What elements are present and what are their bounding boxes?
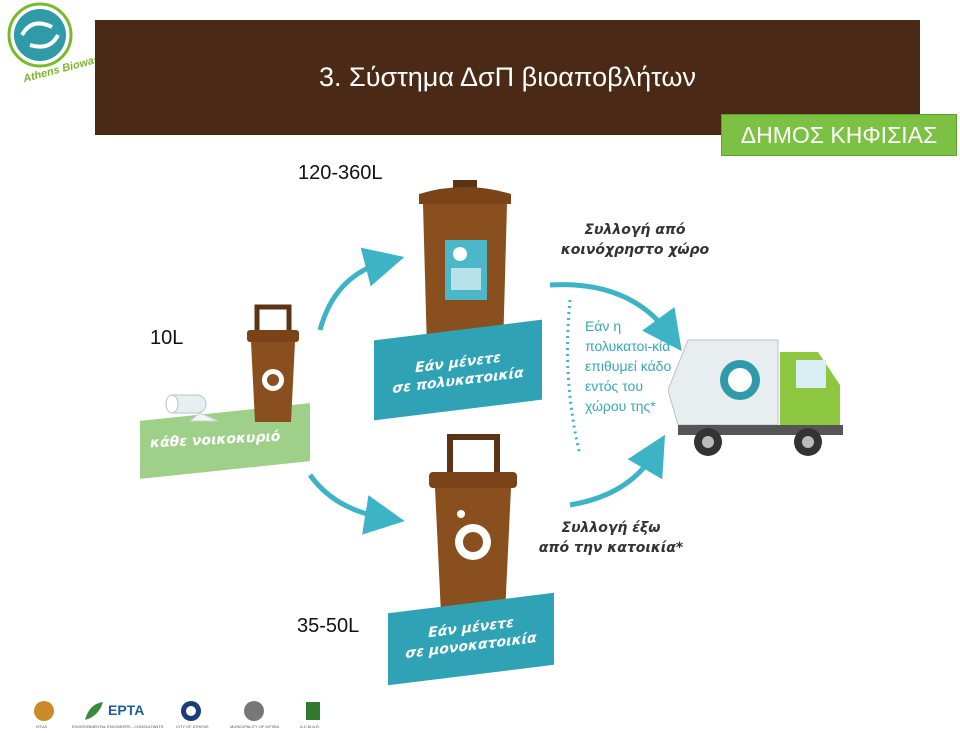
city-of-athens-logo-icon xyxy=(181,701,201,721)
size-label-small: 10L xyxy=(150,327,184,349)
footer-label-athens: CITY OF ATHENS xyxy=(176,724,209,729)
compostable-bags-roll-icon xyxy=(165,394,219,422)
epta-logo-icon xyxy=(85,702,103,720)
ntua-logo-icon xyxy=(34,701,54,721)
athens-biowaste-logo xyxy=(7,2,73,68)
size-label-large: 120-360L xyxy=(298,162,383,184)
municipality-badge: ΔΗΜΟΣ ΚΗΦΙΣΙΑΣ xyxy=(721,114,957,156)
bin-35-50l-icon xyxy=(429,434,517,614)
footer-label-acmar: A.C.M.A.R. xyxy=(300,724,321,729)
collection-truck-icon xyxy=(668,339,843,456)
footer-label-epta: ENVIRONMENTAL ENGINEERS - CONSULTANTS xyxy=(72,724,164,729)
arrow-to-medium-bin xyxy=(307,473,405,535)
single-house-banner: Εάν μένετε σε μονοκατοικία xyxy=(388,592,554,686)
footer-label-kifisia: MUNICIPALITY OF KIFISIA xyxy=(230,724,280,729)
bin-10l-icon xyxy=(247,304,299,422)
size-label-medium: 35-50L xyxy=(297,615,360,637)
collect-common-note: Συλλογή από κοινόχρηστο χώρο xyxy=(540,220,730,260)
flow-arrows xyxy=(307,247,682,535)
arrow-dashed-inner xyxy=(566,299,582,456)
collect-outside-line1: Συλλογή έξω xyxy=(561,520,661,536)
collect-outside-line2: από την κατοικία* xyxy=(538,540,684,556)
partner-logos: EPTA NTUA ENVIRONMENTAL ENGINEERS - CONS… xyxy=(30,698,350,729)
kifisia-logo-icon xyxy=(244,701,264,721)
footer-label-ntua: NTUA xyxy=(36,724,47,729)
collect-outside-note: Συλλογή έξω από την κατοικία* xyxy=(536,518,686,558)
collect-common-line1: Συλλογή από xyxy=(584,222,686,238)
arrow-outside-to-truck xyxy=(569,434,666,508)
arrow-to-large-bin xyxy=(317,247,405,331)
acmar-logo-icon xyxy=(306,702,320,720)
collect-common-line2: κοινόχρηστο χώρο xyxy=(560,242,710,258)
epta-logo-text: EPTA xyxy=(108,702,145,718)
arrow-common-to-truck xyxy=(549,282,682,352)
slide-title: 3. Σύστημα ΔσΠ βιοαποβλήτων xyxy=(318,62,697,92)
condition-note: Εάν η πολυκατοι-κία επιθυμεί κάδο εντός … xyxy=(585,318,672,414)
